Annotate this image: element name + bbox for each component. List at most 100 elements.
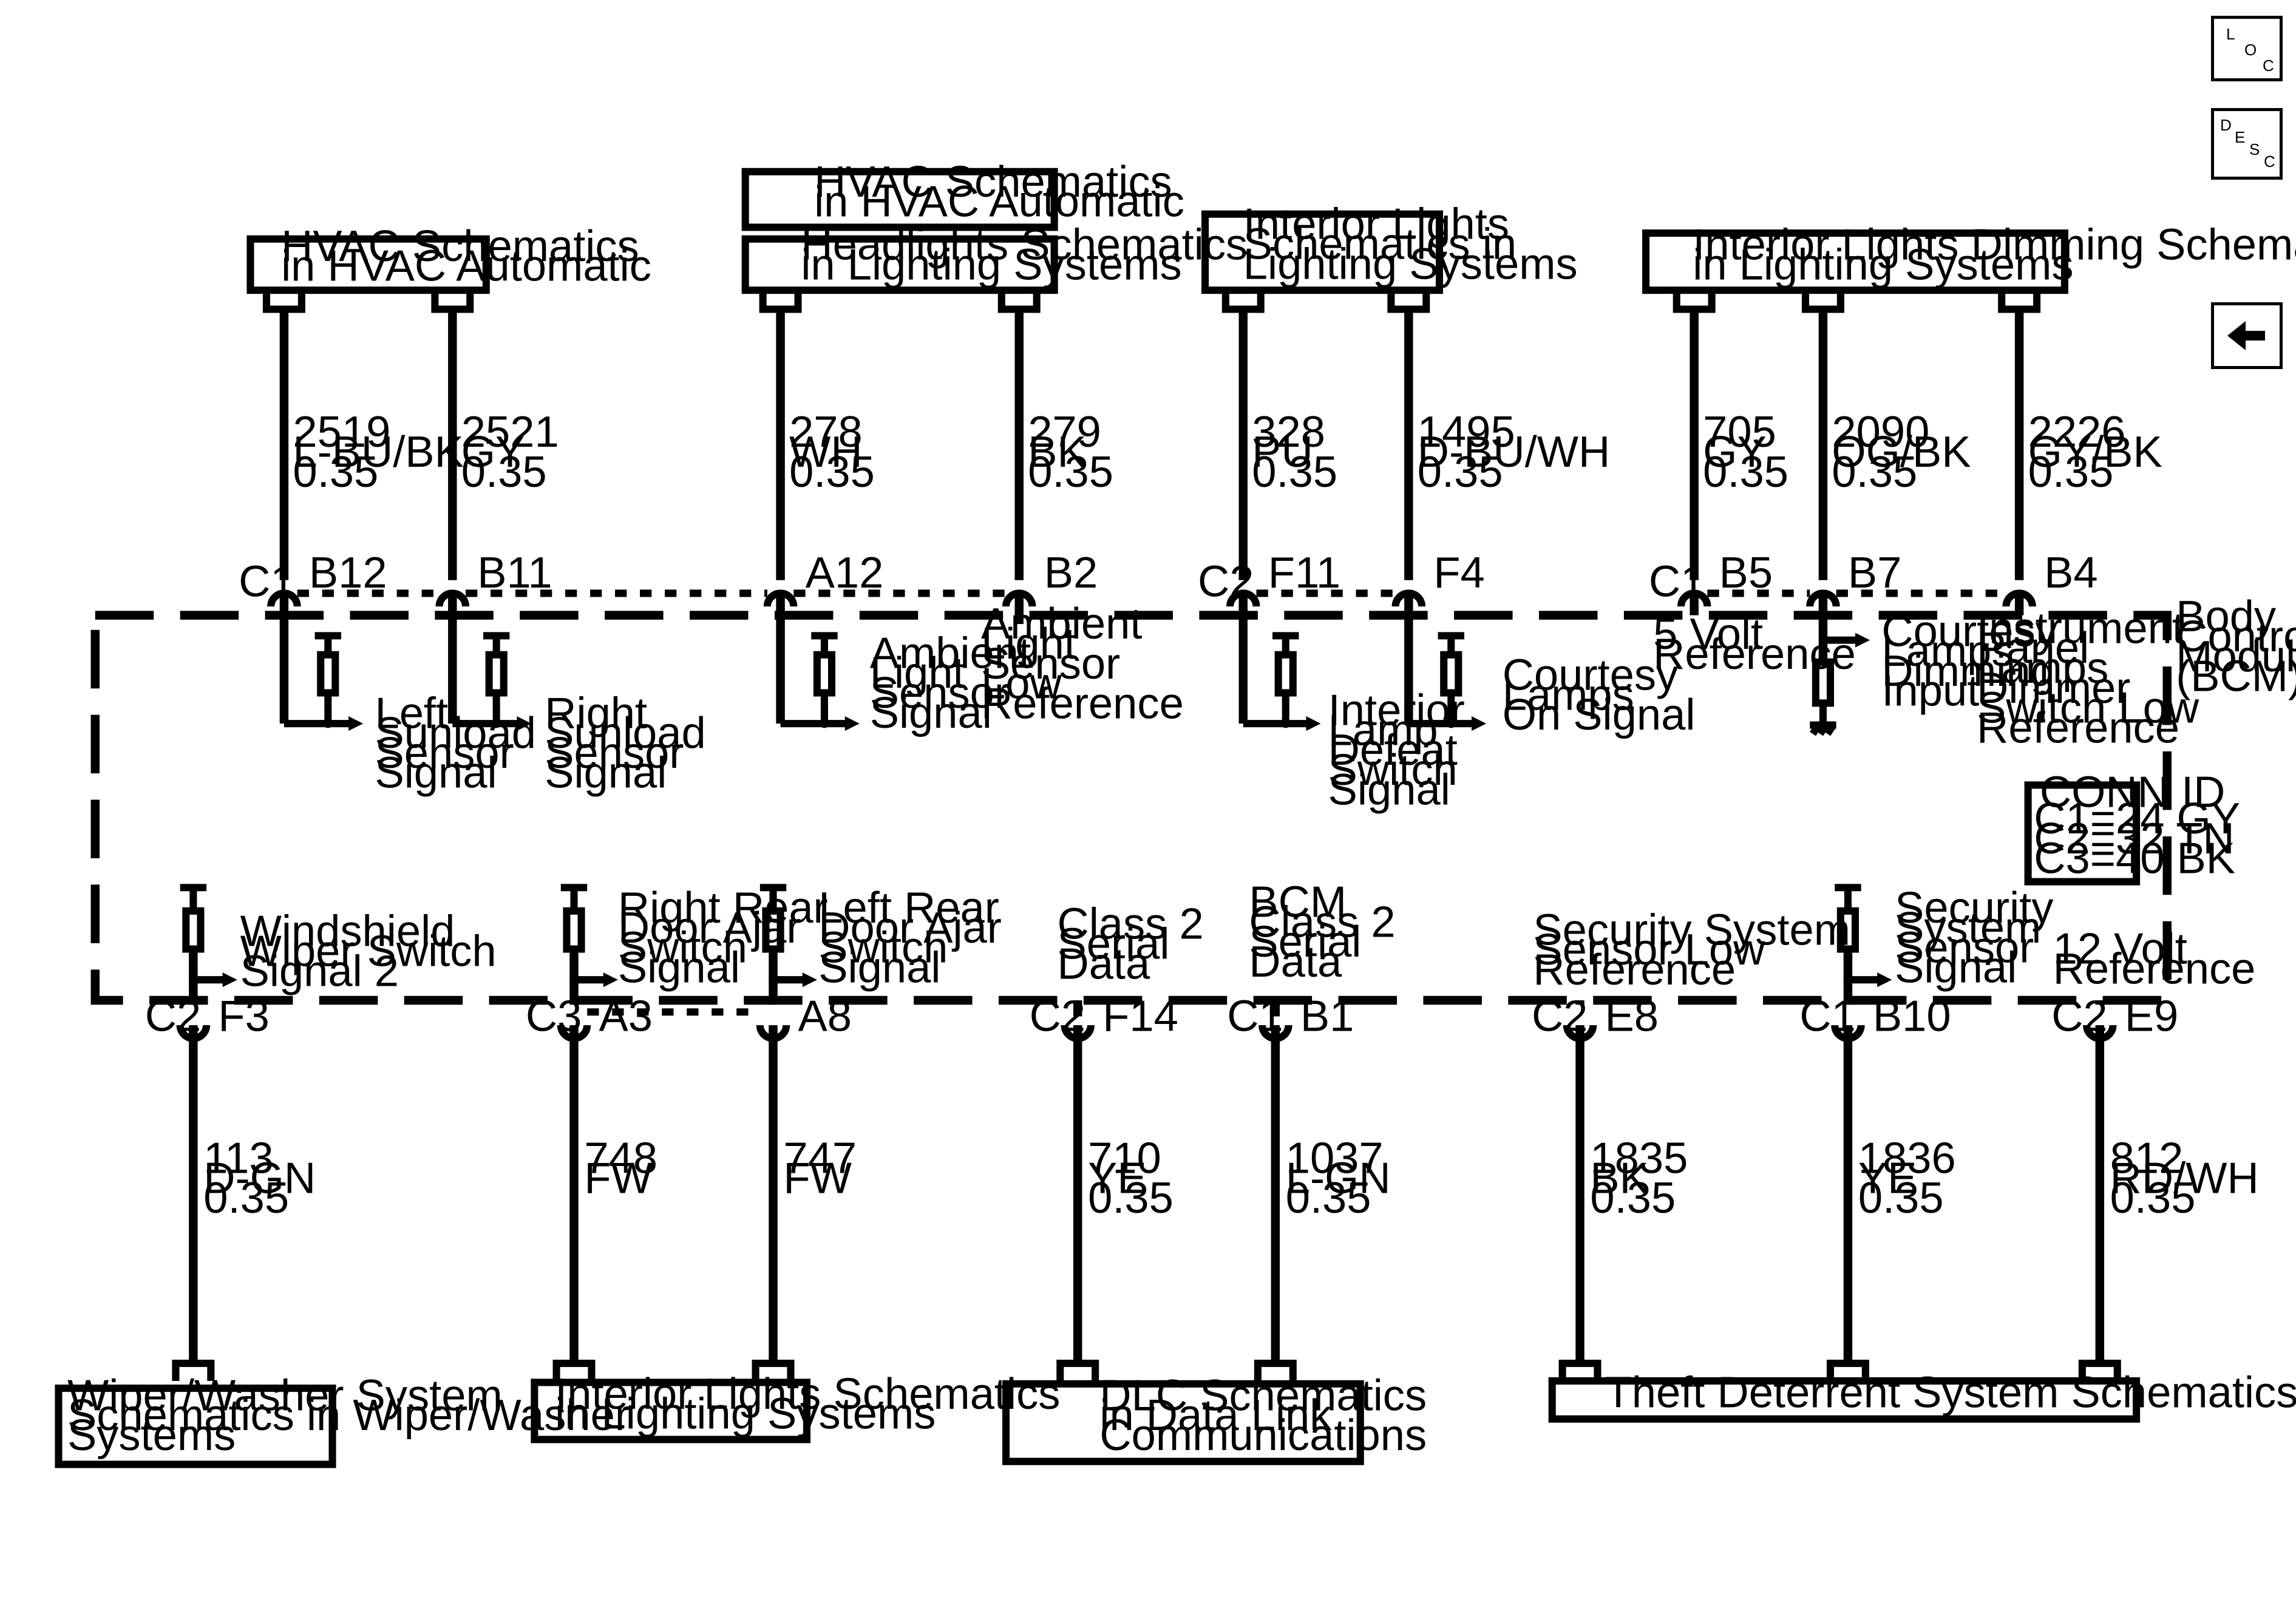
signal-description-line: Dimmer bbox=[1977, 664, 2130, 713]
top-box-label-line: Interior Lights bbox=[1243, 200, 1509, 249]
signal-description-line: Sensor Low bbox=[1533, 926, 1765, 974]
circuit-label-line: 0.35 bbox=[1590, 1174, 1676, 1222]
resistor-symbol bbox=[485, 651, 508, 697]
connector-id-line: C2 bbox=[1030, 992, 1085, 1041]
pin-label-line: B12 bbox=[309, 549, 387, 597]
circuit-label-line: 0.35 bbox=[461, 448, 547, 497]
connector-id: C2 bbox=[1030, 992, 1085, 1041]
bottom-schematic-box bbox=[1002, 1380, 1364, 1465]
desc-button[interactable]: D E S C bbox=[2211, 108, 2283, 180]
circuit-label-line: 0.35 bbox=[789, 448, 875, 497]
terminal-symbol bbox=[1998, 291, 2041, 313]
pin-label-line: B5 bbox=[1719, 549, 1773, 597]
connector-id-line: C1 bbox=[1649, 557, 1705, 606]
top-box-label: Headlights Schematicsin Lighting Systems bbox=[801, 221, 1248, 290]
module-label-line: Module bbox=[2176, 632, 2296, 681]
signal-description-line: Signal bbox=[375, 749, 497, 798]
signal-description-line: Switch bbox=[618, 924, 747, 972]
connector-id-line: C2 bbox=[145, 992, 201, 1041]
signal-description: AmbientLightSensorLowReference bbox=[981, 600, 1184, 728]
terminal-symbol bbox=[997, 291, 1041, 313]
pin-label-line: B10 bbox=[1873, 992, 1951, 1041]
terminal-symbol bbox=[1558, 1360, 1601, 1381]
signal-description-line: Ambient bbox=[870, 629, 1031, 677]
signal-description: InteriorLampDefeatSwitchSignal bbox=[1328, 686, 1465, 815]
signal-description: Right RearDoor AjarSwitchSignal bbox=[618, 884, 828, 992]
bottom-box-label: Interior Lights Schematicsin Lighting Sy… bbox=[555, 1370, 1060, 1439]
circuit-label-line: OG/BK bbox=[1832, 428, 1971, 476]
terminal-symbol bbox=[752, 1360, 795, 1381]
pin-label: F14 bbox=[1102, 992, 1178, 1041]
bottom-box-label: Wiper/Washer SystemSchematics in Wiper/W… bbox=[67, 1371, 630, 1460]
arrowhead bbox=[1877, 972, 1892, 988]
pin-label: E9 bbox=[2125, 992, 2178, 1041]
connector-id: C3 bbox=[526, 992, 582, 1041]
loc-letter-o: O bbox=[2244, 41, 2257, 59]
circuit-label-line: 0.35 bbox=[1028, 448, 1113, 497]
bcm-boundary bbox=[90, 611, 2172, 1005]
top-schematic-box bbox=[1201, 210, 1444, 294]
top-box-label-line: HVAC Schematics bbox=[814, 158, 1172, 206]
signal-description-line: Switch bbox=[818, 924, 948, 972]
circuit-label-line: 0.35 bbox=[1252, 448, 1337, 497]
connector-id: C1 bbox=[1227, 992, 1283, 1041]
signal-description-line: Sensor bbox=[1895, 924, 2034, 972]
pin-label: E8 bbox=[1605, 992, 1659, 1041]
conn-id-box bbox=[2024, 781, 2141, 886]
pin-label: A8 bbox=[798, 992, 852, 1041]
top-box-label: HVAC Schematicsin HVAC Automatic bbox=[814, 158, 1184, 226]
circuit-label: 1037L-GN0.35 bbox=[1286, 1134, 1391, 1223]
signal-description-line: Class 2 bbox=[1057, 900, 1203, 949]
signal-description: Left RearDoor AjarSwitchSignal bbox=[818, 884, 1002, 992]
connector-id-line: C2 bbox=[1198, 557, 1254, 606]
circuit-label-line: 113 bbox=[203, 1134, 273, 1183]
circuit-label: 1836YE0.35 bbox=[1858, 1134, 1956, 1223]
bottom-box-label-line: DLC Schematics bbox=[1099, 1371, 1427, 1420]
signal-description-line: System bbox=[1895, 904, 2041, 952]
schematic-boxes-layer bbox=[55, 168, 2141, 1468]
bottom-schematic-box bbox=[1548, 1377, 2141, 1423]
signal-description: LeftSunloadSensorSignal bbox=[375, 689, 536, 797]
circuit-label: 2519L-BU/BK0.35 bbox=[293, 408, 463, 497]
signal-description: CourtesyLampsDimmingInput bbox=[1881, 607, 2057, 715]
circuit-label-line: D-BU/WH bbox=[1418, 428, 1610, 476]
wires-layer bbox=[90, 309, 2172, 1364]
circuit-label-line: 278 bbox=[789, 408, 863, 456]
signal-description-line: Reference bbox=[1977, 703, 2179, 752]
top-box-label-line: Headlights Schematics bbox=[801, 221, 1248, 270]
top-schematic-box bbox=[1642, 229, 2068, 294]
bottom-schematic-box bbox=[531, 1378, 811, 1443]
resistor-symbol bbox=[813, 651, 836, 697]
signal-description-line: Low bbox=[981, 660, 1062, 708]
terminal-symbol bbox=[431, 291, 474, 313]
back-button[interactable] bbox=[2211, 302, 2283, 369]
signal-description-line: Reference bbox=[981, 679, 1184, 728]
module-label: BodyControlModule(BCM) bbox=[2176, 592, 2296, 700]
terminal-symbol bbox=[1056, 1360, 1099, 1381]
arrowhead bbox=[1855, 632, 1870, 648]
circuit-label-line: 1495 bbox=[1418, 408, 1515, 456]
circuit-label-line: BK bbox=[1028, 428, 1087, 476]
circuit-label-line: PU bbox=[1252, 428, 1313, 476]
top-box-label-line: in HVAC Automatic bbox=[281, 242, 651, 291]
terminal-symbol bbox=[172, 1360, 215, 1381]
bottom-box-label: Theft Deterrent System Schematics in The… bbox=[1605, 1369, 2296, 1417]
top-box-label: HVAC Schematicsin HVAC Automatic bbox=[281, 222, 651, 291]
bottom-box-label: DLC Schematicsin Data LinkCommunications bbox=[1099, 1371, 1427, 1460]
conn-id-rows-line: C2=32 TN bbox=[2034, 815, 2234, 863]
pin-label-line: A8 bbox=[798, 992, 852, 1041]
signal-description-line: Input bbox=[1881, 667, 1979, 716]
signal-description-line: Defeat bbox=[1328, 726, 1458, 775]
signal-description-line: Door Ajar bbox=[618, 904, 801, 952]
pin-label-line: B7 bbox=[1848, 549, 1901, 597]
pin-label-line: A12 bbox=[806, 549, 884, 597]
loc-button[interactable]: L O C bbox=[2211, 16, 2283, 81]
signal-description-line: On Signal bbox=[1503, 691, 1696, 739]
desc-letter-e: E bbox=[2235, 128, 2246, 146]
signal-description-line: Instrument bbox=[1977, 604, 2184, 653]
pin-label: B11 bbox=[477, 549, 552, 597]
resistor-symbol bbox=[1274, 651, 1297, 697]
connector-id: C2 bbox=[1198, 557, 1254, 606]
